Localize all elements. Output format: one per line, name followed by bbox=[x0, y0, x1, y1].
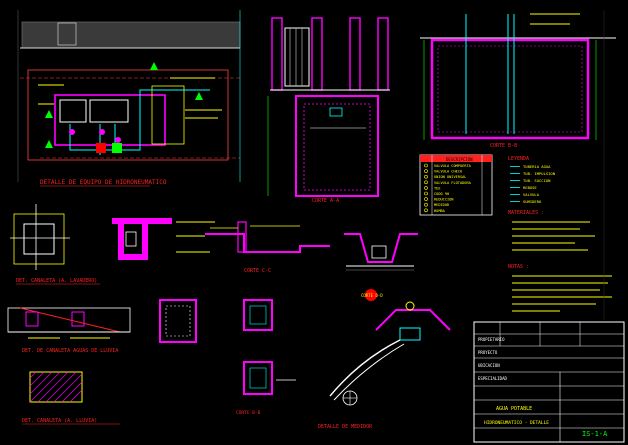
meter-detail: DETALLE DE MEDIDOR bbox=[318, 301, 451, 430]
leyenda-item: TUBERIA AGUA bbox=[510, 164, 551, 169]
small-pit-details: CORTE B-B bbox=[159, 299, 296, 416]
title-block: PROPIETARIO PROYECTO UBICACION ESPECIALIDAD… bbox=[473, 321, 625, 443]
legend-row: TEE bbox=[424, 186, 441, 190]
notas-title: NOTAS : bbox=[508, 264, 529, 270]
tb-plate-number: IS-1-A bbox=[582, 430, 608, 438]
leyenda-item-label: TUB. IMPULSION bbox=[523, 171, 556, 176]
tb-sheet-title: HIDRONEUMATICO - DETALLE bbox=[484, 420, 549, 426]
section-pit: CORTE D-D bbox=[344, 233, 418, 301]
legend-row: CODO 90 bbox=[424, 191, 449, 196]
legend-row: VALVULA COMPUERTA bbox=[424, 163, 472, 168]
legend-row: BOMBA bbox=[424, 208, 446, 213]
leyenda-item-label: REBOSE bbox=[523, 185, 537, 190]
title-corte-cc: CORTE C-C bbox=[244, 268, 271, 274]
title-corte-aa: CORTE A-A bbox=[312, 198, 339, 204]
section-bb: CORTE B-B bbox=[420, 13, 616, 149]
legend-row: VALVULA CHECK bbox=[424, 169, 463, 174]
leyenda-item-label: TUBERIA AGUA bbox=[523, 164, 551, 169]
legend-row: VALVULA FLOTADORA bbox=[424, 180, 472, 185]
legend-row-label: VALVULA COMPUERTA bbox=[434, 164, 472, 168]
canaleta-detail-2: DET. DE CANALETA AGUAS DE LLUVIA DET. CA… bbox=[7, 307, 131, 425]
leyenda-item: TUB. SUCCION bbox=[510, 178, 551, 183]
leyenda-item: SUMIDERO bbox=[510, 199, 542, 204]
title-canaleta-3: DET. CANALETA (A. LLUVIA) bbox=[22, 418, 97, 424]
title-corte-bb: CORTE B-B bbox=[490, 143, 517, 149]
title-corte-dd: CORTE D-D bbox=[361, 293, 383, 298]
canaleta-detail-1: DET. CANALETA (A. LAVADERO) bbox=[10, 204, 215, 285]
legend-row-label: VALVULA FLOTADORA bbox=[434, 181, 472, 185]
legend-row: REDUCCION bbox=[424, 197, 453, 202]
tb-row-label: ESPECIALIDAD bbox=[478, 376, 507, 381]
title-corte-small: CORTE B-B bbox=[236, 410, 261, 416]
section-cc: CORTE C-C bbox=[205, 221, 330, 274]
legend-row-label: CODO 90 bbox=[434, 192, 449, 196]
section-aa: CORTE A-A bbox=[267, 17, 390, 204]
materiales-lines bbox=[512, 221, 595, 251]
legend-row-label: MEDIDOR bbox=[434, 203, 450, 207]
notas-lines bbox=[512, 275, 612, 312]
title-detalle-medidor: DETALLE DE MEDIDOR bbox=[318, 424, 373, 430]
legend-table: DESCRIPCION VALVULA COMPUERTA VALVULA CHE… bbox=[419, 154, 612, 312]
leyenda-item-label: VALVULA bbox=[523, 192, 540, 197]
legend-row: MEDIDOR bbox=[424, 202, 450, 207]
leyenda-item: REBOSE bbox=[510, 185, 537, 190]
leyenda-item: TUB. IMPULSION bbox=[510, 171, 556, 176]
legend-row-label: BOMBA bbox=[434, 209, 446, 213]
equipment-plan-detail: DETALLE DE EQUIPO DE HIDRONEUMATICO bbox=[17, 10, 241, 187]
legend-row-label: UNION UNIVERSAL bbox=[434, 175, 466, 179]
materiales-title: MATERIALES : bbox=[508, 210, 544, 216]
title-canaleta-1: DET. CANALETA (A. LAVADERO) bbox=[16, 278, 97, 284]
legend-header: DESCRIPCION bbox=[446, 157, 473, 162]
leyenda-item-label: SUMIDERO bbox=[523, 199, 542, 204]
tb-row-label: UBICACION bbox=[478, 363, 500, 368]
tb-row-label: PROPIETARIO bbox=[478, 337, 505, 342]
legend-row-label: TEE bbox=[434, 186, 441, 190]
tb-project: AGUA POTABLE bbox=[496, 406, 532, 412]
leyenda-item-label: TUB. SUCCION bbox=[523, 178, 551, 183]
leyenda-item: VALVULA bbox=[510, 192, 540, 197]
title-detalle-equipo: DETALLE DE EQUIPO DE HIDRONEUMATICO bbox=[40, 179, 167, 186]
leyenda-title: LEYENDA bbox=[508, 156, 529, 162]
legend-row-label: REDUCCION bbox=[434, 198, 453, 202]
tb-row-label: PROYECTO bbox=[478, 350, 498, 355]
legend-row: UNION UNIVERSAL bbox=[424, 174, 466, 179]
title-canaleta-2: DET. DE CANALETA AGUAS DE LLUVIA bbox=[22, 348, 118, 354]
legend-row-label: VALVULA CHECK bbox=[434, 170, 463, 174]
